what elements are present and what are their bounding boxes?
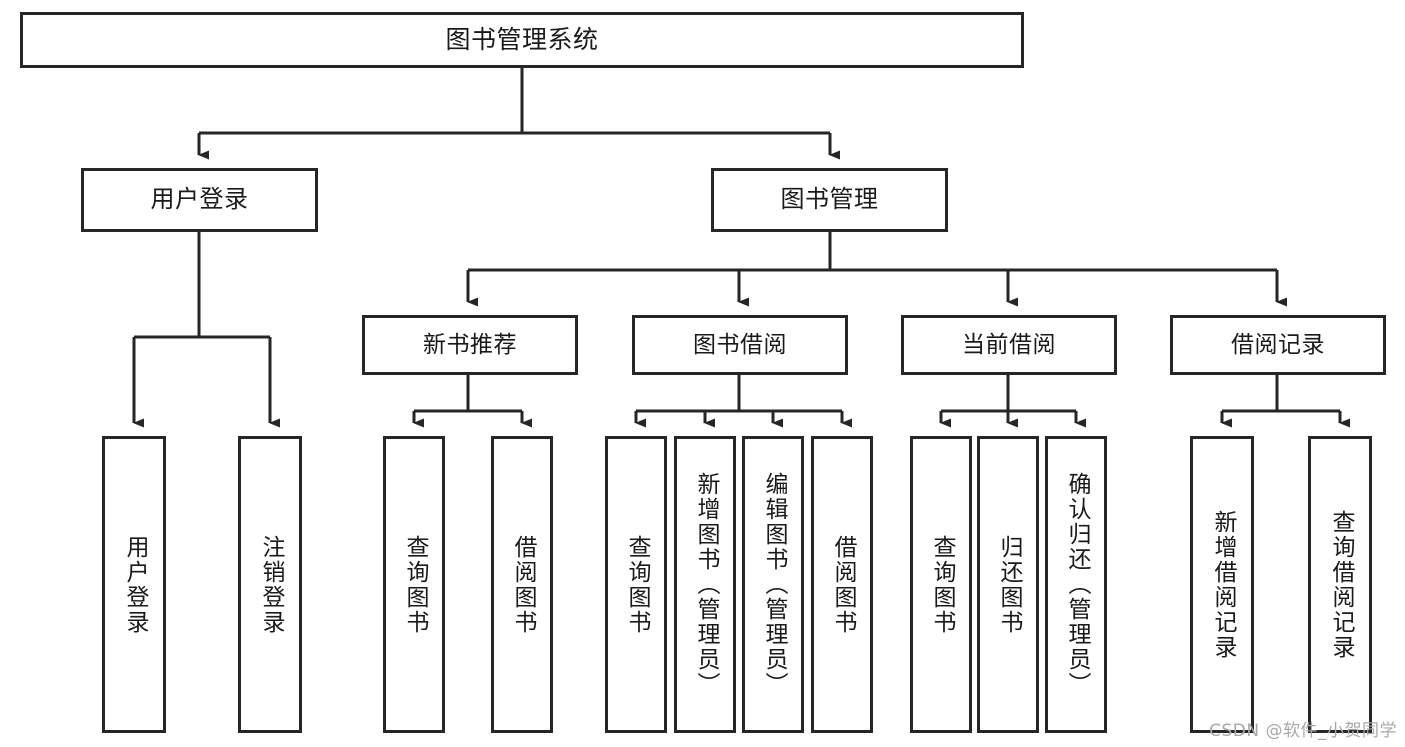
node-leaf-borrow-edit-book-label: 编辑图书（管理员）	[760, 472, 787, 697]
node-leaf-borrow-add-book[interactable]: 新增图书（管理员）	[674, 436, 736, 733]
node-leaf-current-confirm-return[interactable]: 确认归还（管理员）	[1045, 436, 1107, 733]
node-current-borrow[interactable]: 当前借阅	[901, 315, 1117, 375]
node-leaf-record-query[interactable]: 查询借阅记录	[1308, 436, 1372, 733]
node-leaf-new-book-borrow-label: 借阅图书	[509, 534, 536, 635]
node-borrow-record[interactable]: 借阅记录	[1170, 315, 1386, 375]
node-user-login-label: 用户登录	[150, 185, 249, 214]
node-leaf-user-login-signout[interactable]: 注销登录	[238, 436, 302, 733]
node-leaf-user-login-signin-label: 用户登录	[121, 534, 148, 635]
node-leaf-borrow-edit-book[interactable]: 编辑图书（管理员）	[742, 436, 804, 733]
node-leaf-new-book-query[interactable]: 查询图书	[383, 436, 445, 733]
node-leaf-borrow-borrow-book-label: 借阅图书	[829, 534, 856, 635]
node-leaf-record-add[interactable]: 新增借阅记录	[1190, 436, 1254, 733]
node-leaf-user-login-signout-label: 注销登录	[257, 534, 284, 635]
node-leaf-borrow-query-label: 查询图书	[623, 534, 650, 635]
node-book-borrow-label: 图书借阅	[693, 331, 787, 358]
node-leaf-borrow-borrow-book[interactable]: 借阅图书	[811, 436, 873, 733]
node-leaf-borrow-add-book-label: 新增图书（管理员）	[692, 472, 719, 697]
node-book-management[interactable]: 图书管理	[711, 168, 948, 232]
node-new-book-recommend[interactable]: 新书推荐	[362, 315, 578, 375]
node-book-management-label: 图书管理	[780, 185, 879, 214]
node-leaf-new-book-query-label: 查询图书	[401, 534, 428, 635]
node-user-login[interactable]: 用户登录	[81, 168, 318, 232]
node-book-borrow[interactable]: 图书借阅	[632, 315, 848, 375]
node-leaf-current-confirm-return-label: 确认归还（管理员）	[1063, 472, 1090, 697]
node-leaf-current-query-label: 查询图书	[928, 534, 955, 635]
node-borrow-record-label: 借阅记录	[1231, 331, 1325, 358]
node-leaf-current-return[interactable]: 归还图书	[977, 436, 1039, 733]
node-leaf-record-query-label: 查询借阅记录	[1327, 509, 1354, 660]
node-new-book-recommend-label: 新书推荐	[423, 331, 517, 358]
node-root-system[interactable]: 图书管理系统	[20, 12, 1024, 68]
node-leaf-current-query[interactable]: 查询图书	[910, 436, 972, 733]
node-leaf-borrow-query[interactable]: 查询图书	[605, 436, 667, 733]
node-current-borrow-label: 当前借阅	[962, 331, 1056, 358]
node-leaf-current-return-label: 归还图书	[995, 534, 1022, 635]
watermark-text: CSDN @软件_小贺同学	[1209, 721, 1397, 741]
node-leaf-user-login-signin[interactable]: 用户登录	[102, 436, 166, 733]
node-leaf-new-book-borrow[interactable]: 借阅图书	[491, 436, 553, 733]
node-root-system-label: 图书管理系统	[445, 24, 599, 54]
node-leaf-record-add-label: 新增借阅记录	[1209, 509, 1236, 660]
